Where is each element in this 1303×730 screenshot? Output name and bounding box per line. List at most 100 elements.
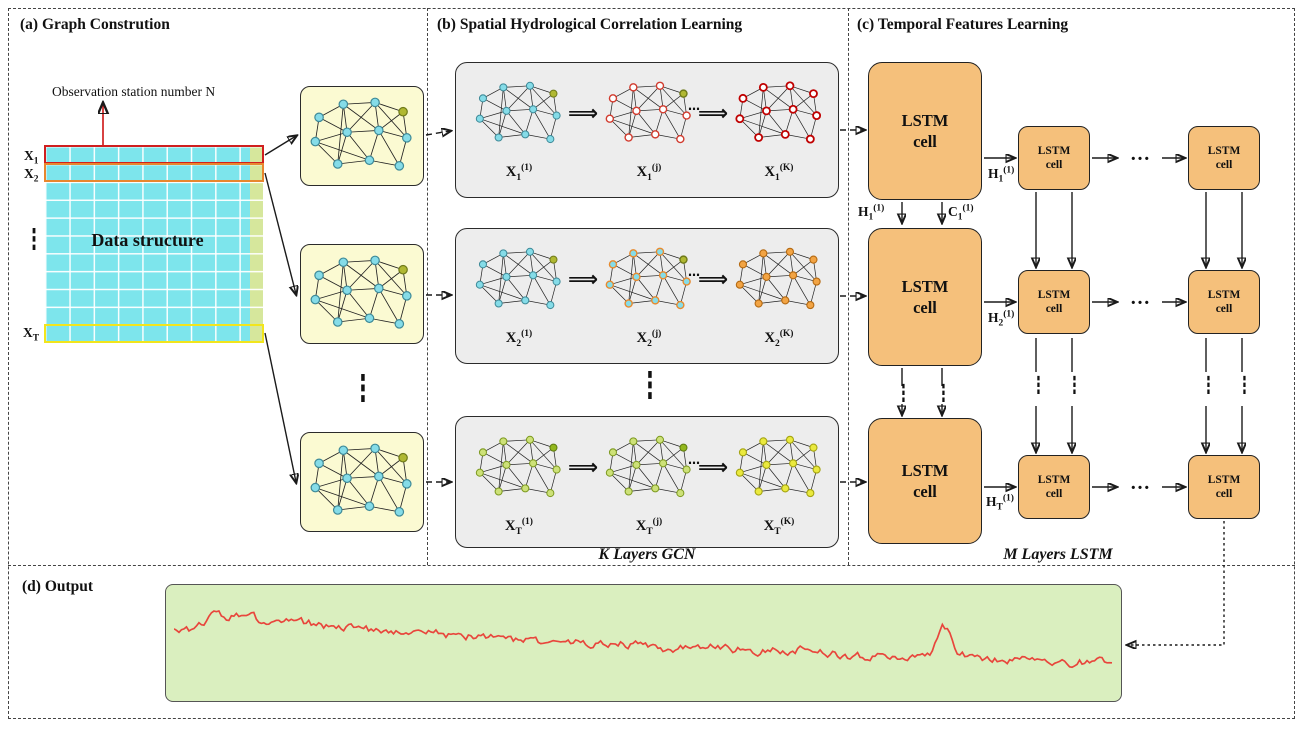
double-arrow-icon: ⟹ — [568, 101, 599, 125]
lstm-label-line1: LSTM — [1037, 288, 1071, 301]
lstm-stack-ellipsis: ⋮ — [1032, 373, 1045, 400]
graph-x1-layerK — [732, 75, 826, 153]
graph-x1-layerj — [602, 75, 696, 153]
lstm-label-line2: cell — [1045, 303, 1063, 315]
lstm-stack-ellipsis: ⋮ — [937, 381, 950, 408]
graph-xT-layerj — [602, 429, 696, 507]
graph-box-2 — [300, 244, 424, 344]
lstm-cell-large-T: LSTM cell — [868, 418, 982, 544]
gcn-block-2: ⟹ … ⟹ X2(1) X2(j) X2(K) — [455, 228, 839, 364]
graph-label-xT-1: XT(1) — [505, 517, 533, 537]
lstm-stack-ellipsis: ⋮ — [1202, 373, 1215, 400]
double-arrow-icon: ⟹ — [698, 267, 729, 291]
lstm-label-line2: cell — [1215, 303, 1233, 315]
lstm-stack-ellipsis: ⋮ — [897, 381, 910, 408]
layers-ellipsis: … — [688, 99, 700, 113]
lstm-chain-ellipsis: … — [1130, 143, 1152, 165]
lstm-label-line1: LSTM — [1037, 473, 1071, 486]
graph-box-T — [300, 432, 424, 532]
lstm-label-line2: cell — [1045, 159, 1063, 171]
layers-ellipsis: … — [688, 265, 700, 279]
outer-dashed-border — [8, 8, 1295, 719]
graph-boxes-ellipsis: ⋮ — [353, 366, 373, 410]
hidden-label-h2-right: H2(1) — [988, 309, 1015, 329]
matrix-grid — [45, 146, 263, 342]
hidden-state-label-h1: H1(1) — [858, 203, 885, 223]
graph-label-xT-j: XT(j) — [635, 517, 663, 537]
output-panel-separator — [8, 565, 1295, 566]
lstm-label-line2: cell — [913, 482, 937, 501]
graph-label-x2-K: X2(K) — [764, 329, 794, 349]
graph-box-1 — [300, 86, 424, 186]
double-arrow-icon: ⟹ — [698, 101, 729, 125]
output-series-chart — [173, 609, 1113, 669]
row-label-x1: X1 — [24, 148, 39, 167]
gcn-block-T: ⟹ … ⟹ XT(1) XT(j) XT(K) — [455, 416, 839, 548]
lstm-cell-large-2: LSTM cell — [868, 228, 982, 366]
panel-a-title: (a) Graph Constrution — [20, 16, 170, 33]
lstm-label-line2: cell — [913, 132, 937, 151]
matrix-rows-ellipsis: ⋮ — [26, 222, 42, 257]
graph-label-x1-K: X1(K) — [764, 163, 794, 183]
output-box — [165, 584, 1122, 702]
graph-x2-layer1 — [472, 241, 566, 319]
lstm-cell-small-2-1: LSTM cell — [1018, 126, 1090, 190]
graph-xT-layerK — [732, 429, 826, 507]
lstm-label-line1: LSTM — [901, 276, 949, 296]
cell-state-label-c1: C1(1) — [948, 203, 974, 223]
row-label-xT: XT — [23, 325, 40, 344]
lstm-label-line1: LSTM — [1207, 473, 1241, 486]
row-highlight-xT — [44, 324, 264, 343]
lstm-stack-ellipsis: ⋮ — [1238, 373, 1251, 400]
panel-d-title: (d) Output — [22, 578, 94, 595]
graph-network-tT — [306, 438, 418, 526]
graph-label-x1-1: X1(1) — [505, 163, 533, 183]
data-matrix: Data structure — [44, 145, 264, 343]
lstm-caption: M Layers LSTM — [1003, 546, 1113, 563]
graph-x2-layerj — [602, 241, 696, 319]
row-highlight-x2 — [44, 163, 264, 182]
graph-x1-layer1 — [472, 75, 566, 153]
graph-network-t1 — [306, 92, 418, 180]
lstm-label-line2: cell — [1215, 488, 1233, 500]
lstm-cell-small-M-2: LSTM cell — [1188, 270, 1260, 334]
observation-annotation: Observation station number N — [52, 84, 216, 99]
graph-label-x1-j: X1(j) — [636, 163, 662, 183]
lstm-label-line2: cell — [913, 298, 937, 317]
lstm-chain-ellipsis: … — [1130, 287, 1152, 309]
panel-b-c-separator — [848, 8, 849, 565]
hidden-label-h1-right: H1(1) — [988, 165, 1015, 185]
hidden-label-hT-right: HT(1) — [986, 493, 1014, 513]
graph-label-xT-K: XT(K) — [763, 517, 795, 537]
gcn-caption: K Layers GCN — [598, 546, 696, 563]
lstm-label-line1: LSTM — [901, 460, 949, 480]
gcn-block-1: ⟹ … ⟹ X1(1) X1(j) X1(K) — [455, 62, 839, 198]
graph-xT-layer1 — [472, 429, 566, 507]
panel-a-b-separator — [427, 8, 428, 565]
graph-x2-layerK — [732, 241, 826, 319]
graph-label-x2-1: X2(1) — [505, 329, 533, 349]
runoff-series-line — [173, 609, 1113, 669]
panel-c-title: (c) Temporal Features Learning — [857, 16, 1069, 33]
layers-ellipsis: … — [688, 453, 700, 467]
gcn-blocks-ellipsis: ⋮ — [640, 363, 660, 407]
graph-label-x2-j: X2(j) — [636, 329, 662, 349]
row-label-x2: X2 — [24, 166, 39, 185]
lstm-cell-small-M-T: LSTM cell — [1188, 455, 1260, 519]
lstm-label-line2: cell — [1045, 488, 1063, 500]
lstm-cell-small-2-2: LSTM cell — [1018, 270, 1090, 334]
lstm-label-line1: LSTM — [1207, 144, 1241, 157]
lstm-cell-small-2-T: LSTM cell — [1018, 455, 1090, 519]
row-highlight-x1 — [44, 145, 264, 164]
double-arrow-icon: ⟹ — [568, 455, 599, 479]
lstm-label-line1: LSTM — [1207, 288, 1241, 301]
panel-b-title: (b) Spatial Hydrological Correlation Lea… — [437, 16, 743, 33]
lstm-cell-small-M-1: LSTM cell — [1188, 126, 1260, 190]
graph-network-t2 — [306, 250, 418, 338]
double-arrow-icon: ⟹ — [568, 267, 599, 291]
lstm-cell-large-1: LSTM cell — [868, 62, 982, 200]
matrix-label: Data structure — [91, 230, 204, 250]
lstm-stack-ellipsis: ⋮ — [1068, 373, 1081, 400]
double-arrow-icon: ⟹ — [698, 455, 729, 479]
